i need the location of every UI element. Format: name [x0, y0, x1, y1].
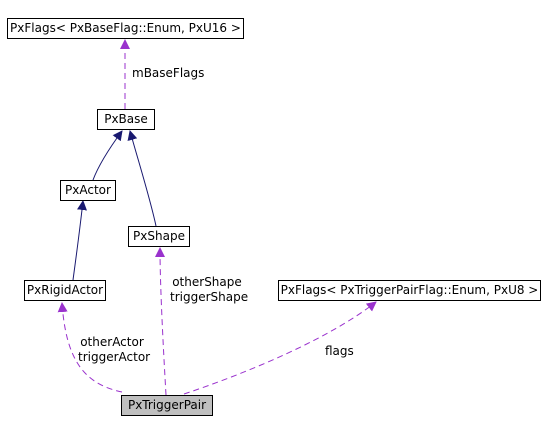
edge-label-actor-members: otherActor triggerActor	[78, 335, 151, 365]
node-pxtriggerpair: PxTriggerPair	[121, 395, 213, 416]
edge-label-flags: flags	[325, 344, 354, 358]
edge-label-otheractor: otherActor	[80, 335, 144, 349]
edge-label-mbaseflags: mBaseFlags	[132, 66, 205, 80]
node-pxflags-base[interactable]: PxFlags< PxBaseFlag::Enum, PxU16 >	[7, 18, 244, 39]
edge-label-othershape: otherShape	[172, 275, 242, 289]
edge-label-shape-members: otherShape triggerShape	[170, 275, 249, 305]
node-pxflags-trigger[interactable]: PxFlags< PxTriggerPairFlag::Enum, PxU8 >	[278, 280, 541, 301]
node-pxrigidactor[interactable]: PxRigidActor	[24, 280, 106, 301]
edge-pxactor-to-pxbase	[92, 130, 123, 181]
edge-label-triggeractor: triggerActor	[78, 350, 151, 364]
edge-pxtriggerpair-to-pxflags-trigger	[183, 301, 377, 395]
node-pxshape[interactable]: PxShape	[128, 226, 190, 247]
edge-pxtriggerpair-to-pxshape	[155, 247, 167, 396]
edge-label-triggershape: triggerShape	[170, 290, 249, 304]
edge-pxshape-to-pxbase	[127, 130, 157, 227]
edge-pxrigidactor-to-pxactor	[72, 200, 87, 281]
node-pxbase[interactable]: PxBase	[97, 109, 155, 130]
edge-pxtriggerpair-to-pxrigidactor	[57, 302, 123, 393]
node-pxactor[interactable]: PxActor	[60, 180, 116, 201]
